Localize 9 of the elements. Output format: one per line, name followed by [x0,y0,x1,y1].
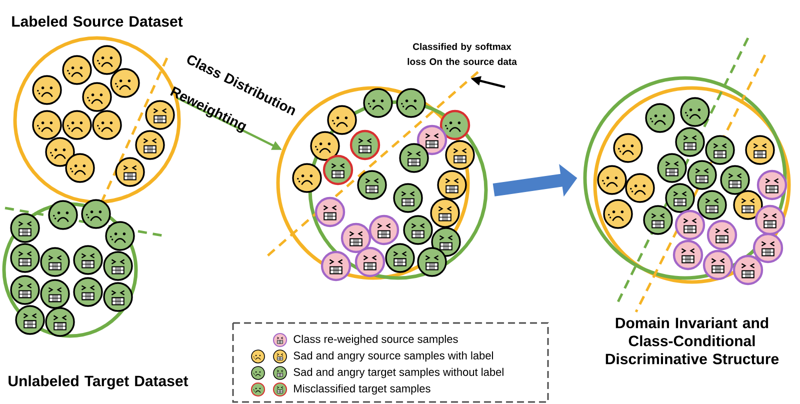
dataset-circle [583,76,787,280]
legend-label: Misclassified target samples [294,384,430,395]
annotation-text: Classified by softmax loss On the source data [408,43,517,65]
node-label: Domain Invariant and Class-Conditional Discriminative Structure [606,317,779,364]
legend-label: Sad and angry source samples with label [294,351,493,362]
legend-label: Sad and angry target samples without label [294,368,504,378]
legend-label: Class re-weighed source samples [294,334,458,346]
node-label: Unlabeled Target Dataset [8,375,188,390]
node-label: Labeled Source Dataset [12,16,183,27]
